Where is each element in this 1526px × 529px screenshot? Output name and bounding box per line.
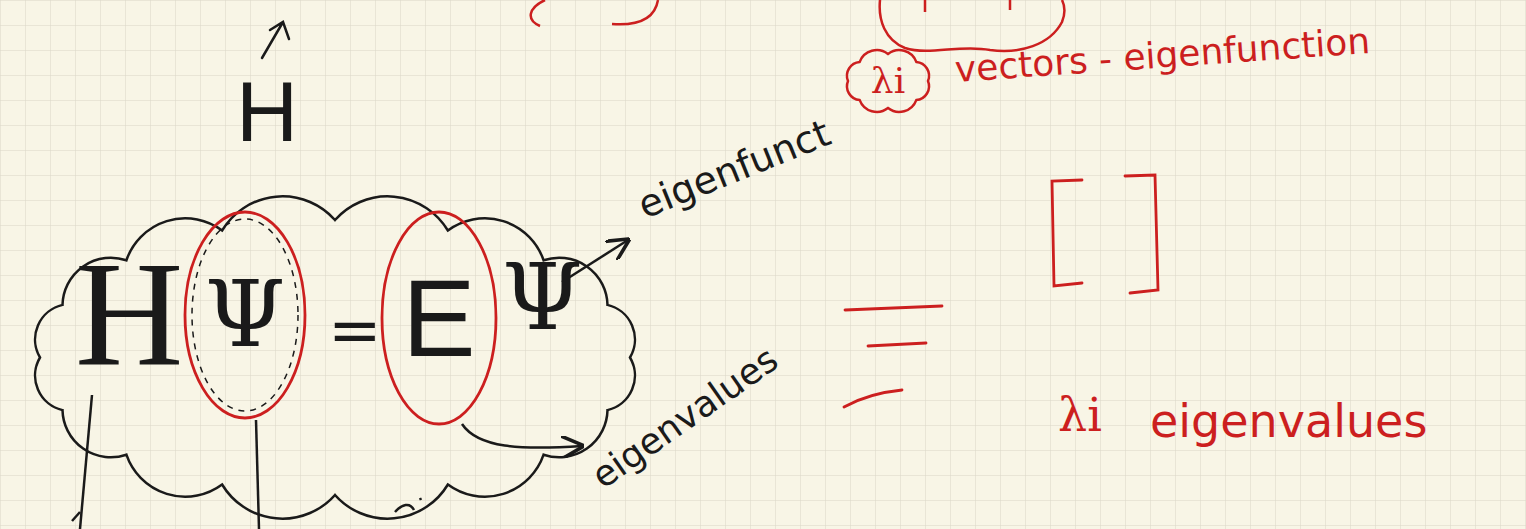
cut-off-scribble (531, 0, 658, 26)
equals-stroke (845, 306, 942, 310)
handwritten-note: eigenvalues (586, 341, 784, 495)
cloud-outline (35, 196, 635, 518)
circle-outline (185, 212, 305, 418)
cloud-outline (847, 50, 929, 112)
eigenvalue-cloud: λi (838, 44, 938, 118)
hat-arrow (262, 22, 289, 58)
circled-symbol: Ψ (183, 210, 307, 420)
operator-symbol: H (236, 68, 298, 154)
pointer-line (80, 395, 92, 529)
circled-symbol: E (380, 210, 498, 426)
scribble (395, 498, 421, 512)
eigenvalue-symbol: λi (1058, 392, 1102, 438)
bracket-symbol (1052, 180, 1082, 286)
circle-outline (192, 219, 298, 411)
handwritten-note: vectors - eigenfunction (954, 23, 1371, 88)
bracket-symbol (1125, 175, 1158, 293)
node-text: Ψ (205, 269, 286, 361)
circle-outline (382, 212, 496, 424)
node-text: Ψ (502, 252, 583, 344)
node-text: E (402, 263, 475, 373)
cut-off-cloud (880, 0, 1065, 51)
equation-cloud: H=ΨΨE (10, 190, 660, 525)
pointer-line (72, 512, 80, 521)
equals-stroke (868, 343, 926, 346)
node-text: = (328, 298, 382, 362)
leader-arrow (462, 424, 582, 448)
handwritten-note: eigenvalues (1150, 398, 1427, 444)
node-text: H (75, 238, 183, 388)
cut-off-scribble (925, 0, 1010, 12)
node-text: λi (871, 63, 905, 99)
equals-stroke (844, 390, 902, 407)
handwritten-note: eigenfunct (633, 113, 835, 224)
